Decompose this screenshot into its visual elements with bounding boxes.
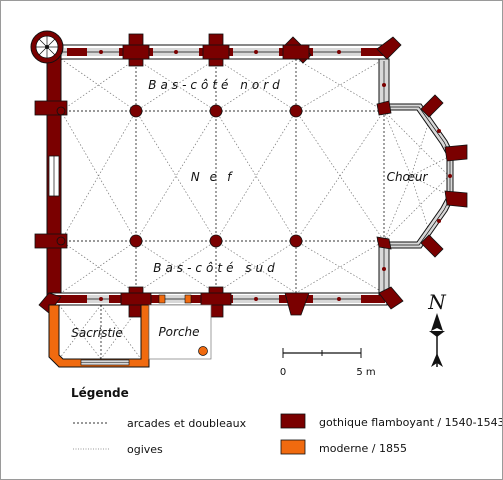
piers [56, 100, 392, 250]
sacristie-structure [48, 304, 150, 368]
wall-marks [99, 50, 452, 301]
north-letter: N [427, 290, 447, 314]
scale-end: 5 m [356, 367, 375, 378]
legend-gothic-swatch [280, 413, 306, 429]
legend-ogives-label: ogives [127, 443, 163, 456]
north-arrow: N [427, 290, 447, 367]
legend-gothic-label: gothique flamboyant / 1540-1543 [319, 416, 502, 429]
label-choeur: Chœur [387, 170, 429, 184]
label-bas-cote-nord: Bas-côté nord [148, 78, 284, 92]
legend-title: Légende [71, 386, 129, 400]
scale-bar: 0 5 m [280, 348, 376, 378]
legend-modern-swatch [280, 439, 306, 455]
legend-arcades-label: arcades et doubleaux [127, 417, 247, 430]
stair-tower [30, 30, 64, 64]
legend-modern-label: moderne / 1855 [319, 442, 407, 455]
arcades-et-doubleaux [61, 59, 385, 359]
label-porche: Porche [158, 325, 199, 339]
legend: Légende arcades et doubleaux ogives goth… [71, 386, 502, 456]
label-sacristie: Sacristie [71, 326, 123, 340]
scale-start: 0 [280, 367, 286, 378]
label-nef: Nef [191, 170, 242, 184]
buttresses [34, 33, 468, 318]
porche-structure [148, 294, 212, 360]
label-bas-cote-sud: Bas-côté sud [153, 261, 278, 275]
